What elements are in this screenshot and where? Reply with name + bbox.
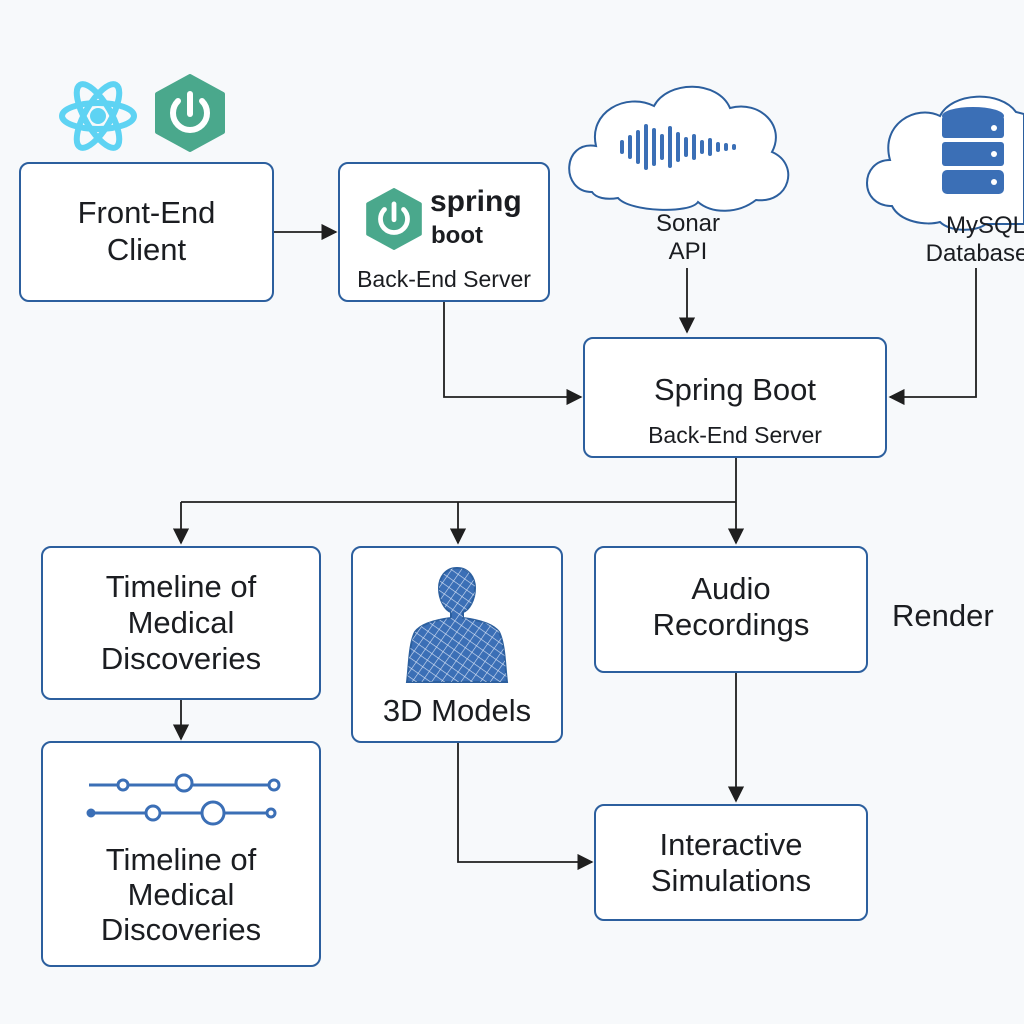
spring-boot-server-box: Spring Boot Back-End Server xyxy=(583,337,887,458)
mysql-line2: Database xyxy=(925,240,1024,267)
frontend-title-line1: Front-End xyxy=(77,195,216,230)
frontend-title-line2: Client xyxy=(106,232,187,267)
timeline-line1: Timeline of xyxy=(105,569,257,604)
spring-brand-text: spring xyxy=(430,185,522,218)
react-icon xyxy=(59,81,137,151)
audio-line1: Audio xyxy=(691,571,771,606)
interactive-simulations-box: Interactive Simulations xyxy=(594,804,868,921)
spring-boot-icon xyxy=(155,74,225,152)
timeline-box: Timeline of Medical Discoveries xyxy=(41,546,321,700)
database-icon xyxy=(942,107,1004,194)
3d-models-box: 3D Models xyxy=(351,546,563,743)
human-3d-model-icon xyxy=(405,566,509,683)
timeline-slider-icon xyxy=(86,773,281,826)
backend-server-subtitle: Back-End Server xyxy=(357,266,531,292)
interactive-line1: Interactive xyxy=(659,827,803,862)
backend-server-box: spring boot Back-End Server xyxy=(338,162,550,302)
arrow-backend-to-springboot xyxy=(443,302,583,406)
timeline-detail-box: Timeline of Medical Discoveries xyxy=(41,741,321,967)
timeline2-line1: Timeline of xyxy=(105,842,257,877)
timeline2-line3: Discoveries xyxy=(100,912,262,947)
interactive-line2: Simulations xyxy=(650,863,812,898)
arrow-mysql-to-springboot xyxy=(888,268,977,406)
frontend-client-box: Front-End Client xyxy=(19,162,274,302)
arrow-3d-models-to-interactive xyxy=(457,743,594,871)
render-label: Render xyxy=(892,598,994,633)
spring-boot-title: Spring Boot xyxy=(654,372,816,407)
mysql-line1: MySQL xyxy=(945,212,1024,239)
spring-boot-icon xyxy=(366,188,422,250)
spring-boot-subtitle: Back-End Server xyxy=(648,422,822,448)
sonar-api-line1: Sonar xyxy=(655,210,721,237)
boot-brand-text: boot xyxy=(431,222,483,249)
audio-line2: Recordings xyxy=(652,607,810,642)
audio-recordings-box: Audio Recordings xyxy=(594,546,868,673)
waveform-icon xyxy=(620,124,736,170)
sonar-api-line2: API xyxy=(668,238,708,265)
timeline-line3: Discoveries xyxy=(100,641,262,676)
3d-models-label: 3D Models xyxy=(382,693,532,728)
timeline-line2: Medical xyxy=(127,605,235,640)
timeline2-line2: Medical xyxy=(127,877,235,912)
